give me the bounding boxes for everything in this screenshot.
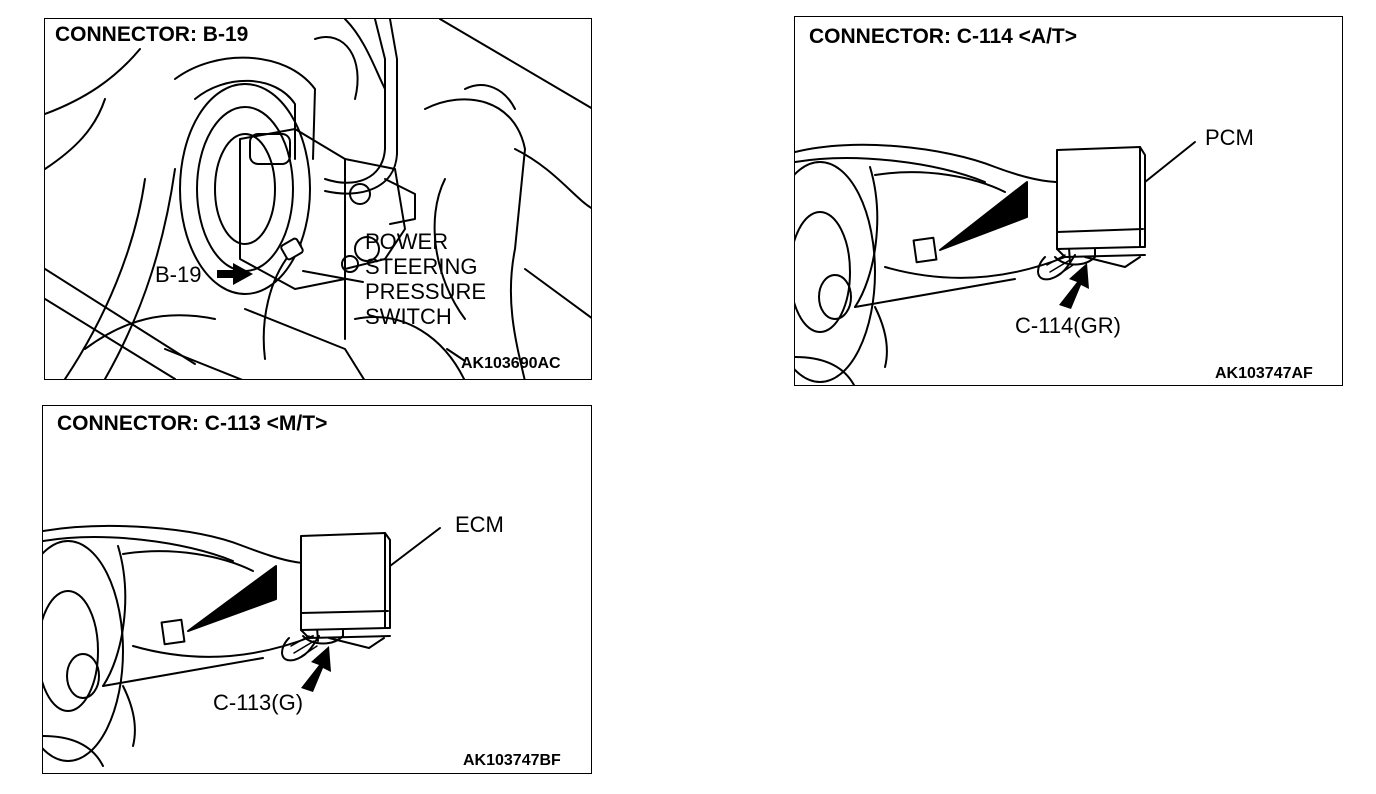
figure-code: AK103747AF (1215, 365, 1313, 382)
panel-connector-b19: CONNECTOR: B-19 B-19 POWER STEERING PRES… (44, 18, 592, 380)
panel-title: CONNECTOR: C-113 <M/T> (53, 412, 332, 436)
callout-arrow (301, 646, 331, 692)
component-label-line-1: POWER (365, 229, 449, 254)
connector-callout-label: C-113(G) (213, 690, 304, 715)
component-label-line-2: STEERING (365, 254, 478, 279)
callout-arrow (217, 263, 253, 285)
panel-title: CONNECTOR: C-114 <A/T> (805, 25, 1082, 49)
panel-connector-c114: CONNECTOR: C-114 <A/T> PCM C-114(GR) AK1… (794, 16, 1343, 386)
callout-arrow (1059, 263, 1089, 309)
figure-code: AK103690AC (461, 355, 561, 372)
engine-bay-illustration (45, 19, 591, 379)
connector-callout-label: C-114(GR) (1015, 313, 1121, 338)
panel-connector-c113: CONNECTOR: C-113 <M/T> ECM C-113(G) AK10… (42, 405, 592, 774)
module-label: ECM (455, 512, 504, 537)
component-label-line-3: PRESSURE (365, 279, 487, 304)
panel-title: CONNECTOR: B-19 (51, 23, 253, 47)
dashboard-illustration (43, 525, 441, 767)
connector-callout-label: B-19 (155, 262, 202, 287)
figure-code: AK103747BF (463, 752, 561, 769)
module-label: PCM (1205, 125, 1254, 150)
component-label-line-4: SWITCH (365, 304, 452, 329)
dashboard-illustration (795, 141, 1196, 385)
